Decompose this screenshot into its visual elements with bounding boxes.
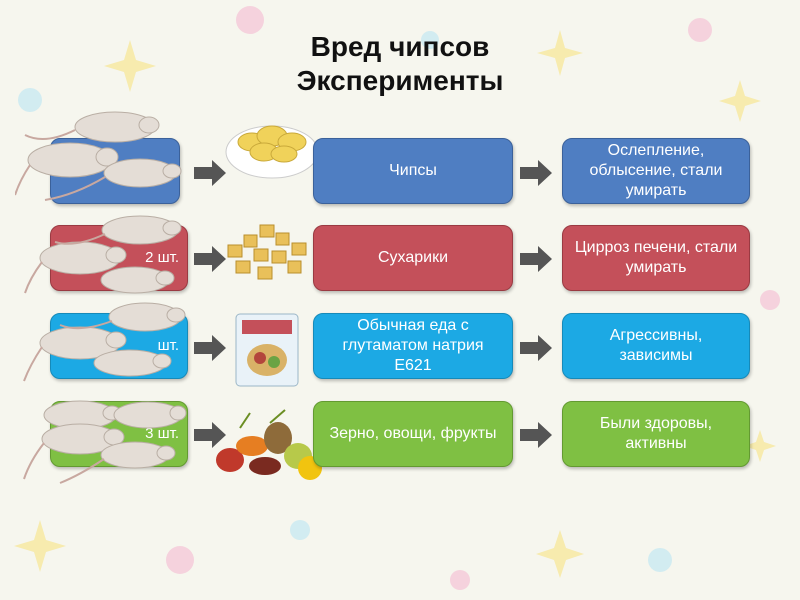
food-box-4: Зерно, овощи, фрукты <box>313 401 513 467</box>
food-label-3: Обычная еда с глутаматом натрия Е621 <box>322 316 504 376</box>
rats-image-1 <box>15 105 185 205</box>
rats-image-3 <box>20 295 190 385</box>
rats-image-4 <box>20 395 190 485</box>
result-box-1: Ослепление, облысение, стали умирать <box>562 138 750 204</box>
msg-packet-image <box>232 310 302 390</box>
title-line-2: Эксперименты <box>0 64 800 98</box>
arrow-icon <box>518 333 554 363</box>
food-label-2: Сухарики <box>378 248 448 268</box>
arrow-icon <box>518 158 554 188</box>
fruits-vegetables-image <box>210 408 325 483</box>
result-label-1: Ослепление, облысение, стали умирать <box>571 141 741 201</box>
result-label-3: Агрессивны, зависимы <box>571 326 741 366</box>
food-label-4: Зерно, овощи, фрукты <box>329 424 496 444</box>
result-box-3: Агрессивны, зависимы <box>562 313 750 379</box>
food-label-1: Чипсы <box>389 161 437 181</box>
food-box-1: Чипсы <box>313 138 513 204</box>
food-box-3: Обычная еда с глутаматом натрия Е621 <box>313 313 513 379</box>
result-label-4: Были здоровы, активны <box>571 414 741 454</box>
arrow-icon <box>518 420 554 450</box>
result-label-2: Цирроз печени, стали умирать <box>571 238 741 278</box>
arrow-icon <box>192 333 228 363</box>
arrow-icon <box>518 244 554 274</box>
result-box-2: Цирроз печени, стали умирать <box>562 225 750 291</box>
chips-bowl-image <box>222 112 322 182</box>
title-line-1: Вред чипсов <box>0 30 800 64</box>
food-box-2: Сухарики <box>313 225 513 291</box>
rats-image-2 <box>20 208 190 298</box>
croutons-image <box>218 215 318 285</box>
result-box-4: Были здоровы, активны <box>562 401 750 467</box>
